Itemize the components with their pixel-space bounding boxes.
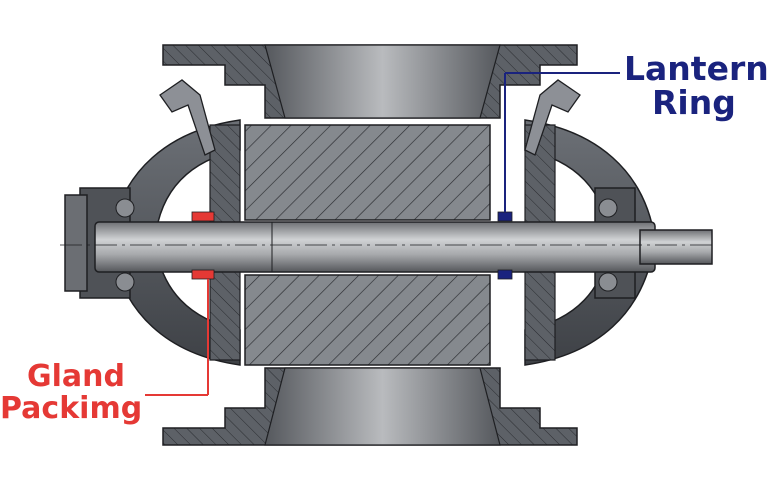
bearing-right (598, 198, 618, 292)
gland-packing (145, 211, 215, 396)
gland-packing-label-line2: Packimg (0, 391, 143, 426)
lantern-ring (497, 72, 620, 280)
inlet-flange (162, 44, 578, 119)
lantern-ring-label-line1: Lantern (624, 49, 767, 88)
lantern-ring-label-line2: Ring (652, 83, 736, 122)
grease-fitting-right (524, 79, 581, 156)
shaft (60, 221, 715, 273)
bearing-left (115, 198, 135, 292)
outlet-flange (162, 367, 578, 446)
gland-packing-label-line1: Gland (27, 359, 125, 394)
rotor (244, 124, 491, 366)
grease-fitting-left (159, 79, 216, 156)
